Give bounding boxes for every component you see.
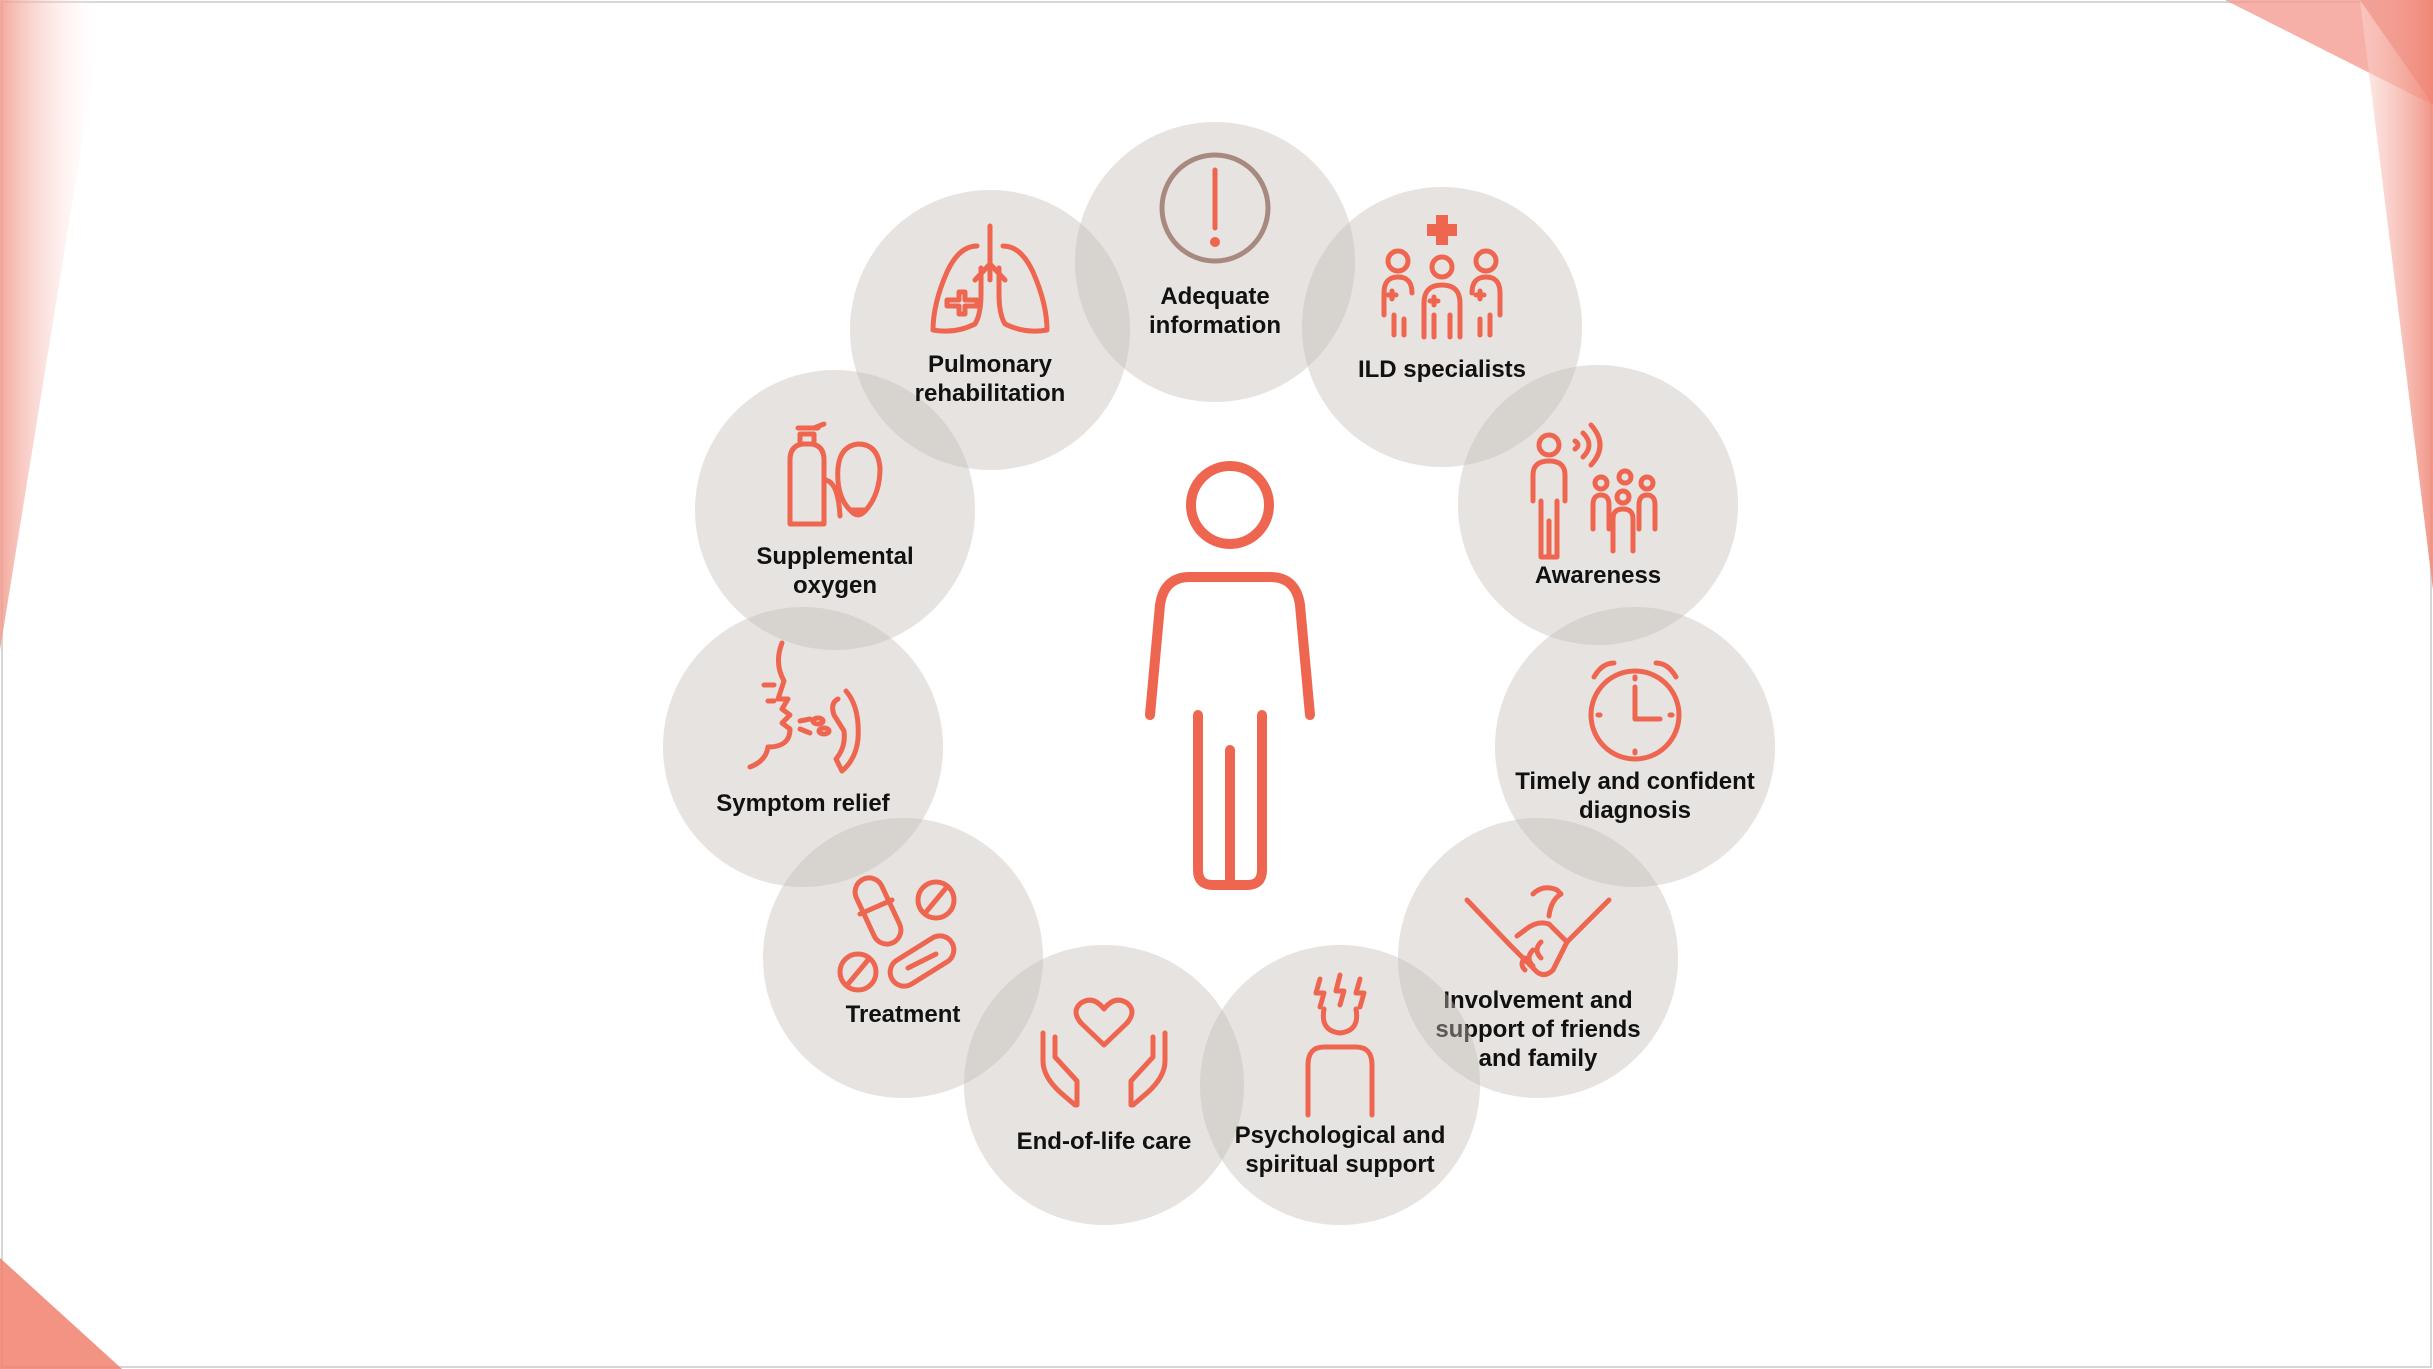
medical-team-icon [1381, 215, 1503, 340]
stressed-person-icon [1305, 972, 1375, 1118]
node-label: ILD specialists [1357, 356, 1527, 383]
node-pulmonary-rehabilitation: Pulmonary rehabilitation [850, 190, 1130, 470]
node-label: Symptom relief [716, 790, 890, 817]
node-awareness: Awareness [1458, 365, 1738, 645]
node-timely-diagnosis: Timely and confident diagnosis [1495, 607, 1775, 887]
cough-icon [747, 640, 861, 774]
node-label: End-of-life care [1016, 1128, 1192, 1155]
exclamation-icon [1159, 152, 1271, 264]
handshake-icon [1464, 885, 1612, 978]
patient-person-icon [1145, 461, 1315, 890]
node-involvement-support: Involvement and support of friends and f… [1398, 818, 1678, 1098]
speaker-audience-icon [1530, 422, 1658, 560]
node-label: Pulmonary rehabilitation [914, 351, 1066, 407]
node-label: Treatment [845, 1001, 961, 1028]
node-supplemental-oxygen: Supplemental oxygen [695, 370, 975, 650]
node-label: Awareness [1534, 562, 1662, 589]
node-label: Psychological and spiritual support [1234, 1122, 1446, 1178]
node-end-of-life-care: End-of-life care [964, 945, 1244, 1225]
node-label: Adequate information [1149, 283, 1281, 339]
lungs-icon [930, 223, 1050, 334]
node-symptom-relief: Symptom relief [663, 607, 943, 887]
node-label: Timely and confident diagnosis [1515, 768, 1755, 824]
node-label: Involvement and support of friends and f… [1435, 987, 1641, 1072]
alarm-clock-icon [1588, 660, 1682, 762]
hands-heart-icon [1040, 997, 1168, 1108]
node-psychological-support: Psychological and spiritual support [1200, 945, 1480, 1225]
node-label: Supplemental oxygen [756, 543, 914, 599]
node-ild-specialists: ILD specialists [1302, 187, 1582, 467]
pills-icon [837, 875, 957, 993]
oxygen-tank-icon [787, 421, 883, 527]
node-treatment: Treatment [763, 818, 1043, 1098]
node-adequate-information: Adequate information [1075, 122, 1355, 402]
